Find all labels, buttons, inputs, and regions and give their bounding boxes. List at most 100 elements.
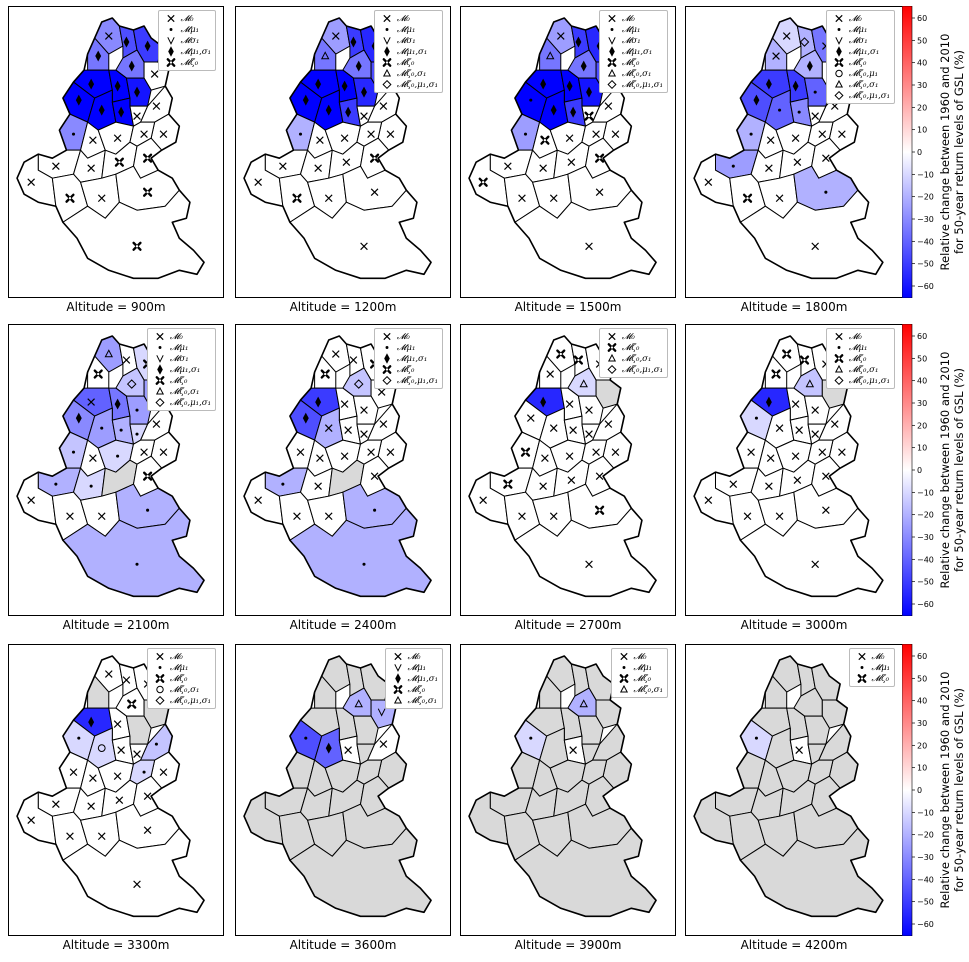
region-j-diamond-icon (753, 94, 760, 106)
region-a-cross-icon (331, 32, 340, 40)
region-h-diamond-icon (114, 398, 121, 410)
legend-label: 𝓜₀ (848, 331, 862, 342)
region-x-cross-icon (704, 178, 713, 187)
region-k-diamond-icon (550, 104, 557, 116)
region-w-cross-icon (143, 792, 152, 800)
cross-icon (835, 332, 843, 341)
region-v-cross-icon (793, 476, 802, 484)
region-m-cross-icon (830, 420, 839, 428)
clover-icon (166, 58, 176, 67)
legend-entry: 𝓜μ₁ (152, 342, 211, 353)
colorbar-tick-label: −20 (917, 511, 934, 520)
cross-icon (383, 14, 391, 23)
region-n-cross-icon (360, 112, 368, 120)
legend-label: 𝓜ζ₀,σ₁ (407, 695, 438, 706)
region-n-cross-icon (811, 112, 820, 120)
region-b-diamond-icon (350, 36, 357, 48)
region-r-cross-icon (113, 772, 122, 780)
region-t-dot-icon (731, 164, 735, 168)
legend-entry: 𝓜μ₁,σ₁ (163, 46, 211, 57)
legend-entry: 𝓜ζ₀,μ₁,σ₁ (152, 397, 211, 408)
massif-outline (693, 655, 884, 918)
region-k-cross-icon (324, 424, 333, 432)
legend-label: 𝓜ζ₀,σ₁ (169, 386, 200, 397)
region-s-dot-icon (142, 770, 146, 774)
region-aa-cross-icon (595, 188, 604, 197)
cross-icon (167, 14, 175, 23)
region-h-diamond-icon (114, 80, 121, 92)
colorbar-tick-label: 50 (917, 36, 927, 45)
bigdiamond-icon (834, 90, 844, 101)
legend-label: 𝓜₀ (848, 13, 862, 24)
colorbar-tick-label: 20 (917, 741, 927, 750)
legend-entry: 𝓜ζ₀ (854, 673, 890, 684)
region-ab-cross-icon (811, 242, 820, 251)
colorbar-tick-label: −30 (917, 853, 934, 862)
region-f-cross-icon (377, 388, 386, 396)
legend-entry: 𝓜μ₁,σ₁ (379, 46, 438, 57)
region-r-cross-icon (791, 452, 800, 460)
altitude-caption: Altitude = 1200m (289, 300, 397, 314)
region-t-cross-icon (504, 162, 512, 171)
legend-label: 𝓜ζ₀,μ₁,σ₁ (169, 397, 211, 408)
region-s-cross-icon (592, 130, 600, 138)
region-y-cross-icon (293, 512, 301, 521)
cross-icon (857, 652, 866, 661)
cross-icon (835, 14, 843, 23)
colorbar-tick-label: 0 (917, 466, 922, 475)
legend-label: 𝓜σ₁ (396, 35, 416, 46)
clover-icon (857, 674, 866, 683)
legend-label: 𝓜μ₁,σ₁ (848, 46, 880, 57)
colorbar-tick-label: −40 (917, 237, 934, 246)
region-g-diamond-icon (315, 78, 322, 90)
region-m-cross-icon (152, 420, 161, 428)
region-z-cross-icon (775, 512, 784, 521)
legend-label: 𝓜ζ₀ (396, 57, 415, 68)
region-map (16, 655, 205, 918)
region-o-cross-icon (386, 130, 395, 138)
legend-label: 𝓜ζ₀,μ₁,σ₁ (848, 90, 890, 101)
region-d-triangle-icon (320, 51, 330, 60)
legend-label: 𝓜₀ (621, 331, 635, 342)
legend-entry: 𝓜₀ (379, 331, 438, 342)
legend-label: 𝓜μ₁ (621, 24, 641, 35)
region-i-diamond-icon (134, 86, 140, 98)
dot-icon (860, 666, 863, 669)
dot-icon (385, 28, 389, 31)
legend-entry: 𝓜ζ₀ (152, 673, 211, 684)
region-o-cross-icon (159, 768, 168, 776)
legend-label: 𝓜ζ₀,μ₁,σ₁ (621, 364, 663, 375)
diamond-icon (167, 46, 174, 57)
region-j-dot-icon (304, 736, 308, 740)
legend-label: 𝓜ζ₀ (407, 684, 426, 695)
region-j-diamond-icon (302, 94, 309, 106)
legend-entry: 𝓜₀ (604, 331, 663, 342)
region-j-diamond-icon (302, 412, 309, 424)
region-v-cross-icon (567, 158, 576, 166)
region-q-cross-icon (766, 136, 775, 144)
region-g-diamond-icon (88, 716, 95, 728)
clover-icon (393, 685, 403, 694)
region-r-cross-icon (565, 134, 574, 142)
region-b-cross-icon (349, 356, 358, 364)
region-w-cross-icon (370, 472, 379, 480)
region-p-cross-icon (69, 768, 78, 776)
legend-entry: 𝓜μ₁ (616, 662, 663, 673)
region-j-dot-icon (529, 98, 533, 102)
legend-entry: 𝓜₀ (616, 651, 663, 662)
region-q-cross-icon (89, 774, 97, 782)
region-w-cross-icon (595, 472, 604, 480)
legend-entry: 𝓜μ₁ (379, 24, 438, 35)
altitude-caption: Altitude = 4200m (740, 938, 848, 952)
